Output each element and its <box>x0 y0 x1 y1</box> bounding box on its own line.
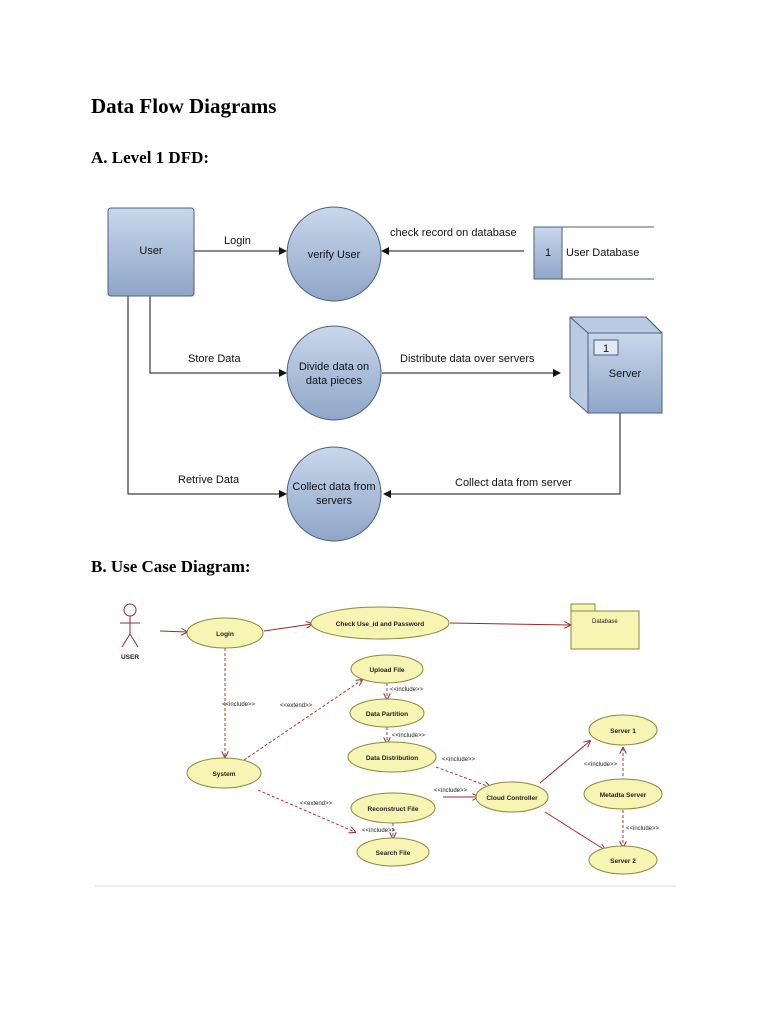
usecase-check <box>310 606 450 640</box>
flow-login-label: Login <box>224 235 251 247</box>
flow-distribute-label: Distribute data over servers <box>400 353 535 365</box>
flow-retrieve-label: Retrive Data <box>178 474 240 486</box>
document-title: Data Flow Diagrams <box>91 94 277 118</box>
process-collect-label-1: Collect data from <box>292 481 375 493</box>
rel-include-login-system: <<include>> <box>222 702 256 708</box>
flow-store-line <box>149 296 287 377</box>
usecase-metadata <box>583 778 663 810</box>
user-database-store: 1 User Database <box>533 226 654 280</box>
rel-extend-upload: <<extend>> <box>280 703 313 709</box>
actor-figure-icon <box>120 603 140 648</box>
usecase-cloud-label: Cloud Controller <box>486 795 538 802</box>
section-b-heading: B. Use Case Diagram: <box>91 557 251 576</box>
usecase-login <box>186 617 264 649</box>
usecase-search <box>356 837 430 867</box>
usecase-reconstruct-label: Reconstruct File <box>368 806 419 813</box>
rel-extend-reconstruct: <<extend>> <box>300 801 333 807</box>
usecase-distribution-label: Data Distribution <box>366 755 418 762</box>
user-entity-label: User <box>139 245 163 257</box>
usecase-system <box>186 757 262 789</box>
usecase-server2 <box>588 845 658 875</box>
process-divide-label-2: data pieces <box>306 375 363 387</box>
rel-include-server1: <<include>> <box>584 762 618 768</box>
flow-check-label: check record on database <box>390 227 517 239</box>
flow-store-label: Store Data <box>188 353 241 365</box>
usecase-upload-label: Upload File <box>369 667 404 674</box>
flow-collect-line <box>383 413 621 498</box>
rel-include-cloud-1: <<include>> <box>442 757 476 763</box>
server-name: Server <box>609 368 642 380</box>
usecase-distribution <box>347 741 437 773</box>
usecase-cloud-controller <box>475 781 549 813</box>
store-name: User Database <box>566 247 639 259</box>
usecase-reconstruct <box>350 792 436 824</box>
dfd-diagram: User verify User Divide data on data pie… <box>107 206 663 542</box>
usecase-check-label: Check Use_id and Password <box>336 621 425 628</box>
process-divide-label-1: Divide data on <box>299 361 369 373</box>
process-verify-label: verify User <box>308 249 361 261</box>
flow-retrieve-line <box>127 296 287 498</box>
usecase-metadata-label: Metadta Server <box>600 792 647 799</box>
usecase-login-label: Login <box>216 631 234 638</box>
actor-label: USER <box>121 654 139 661</box>
rel-include-search: <<include>> <box>362 828 396 834</box>
process-verify-user <box>286 206 382 302</box>
store-id: 1 <box>545 247 551 259</box>
flow-collect-label: Collect data from server <box>455 477 572 489</box>
usecase-search-label: Search File <box>376 850 411 857</box>
usecase-diagram: USER Login Check Use_id and Password <box>120 603 663 875</box>
process-divide-data <box>286 325 382 421</box>
rel-include-partition: <<include>> <box>390 687 424 693</box>
usecase-server1 <box>588 714 658 746</box>
process-collect-label-2: servers <box>316 495 353 507</box>
server-node: 1 Server <box>569 316 663 414</box>
usecase-partition-label: Data Partition <box>366 711 408 718</box>
rel-include-server2: <<include>> <box>626 826 660 832</box>
user-entity <box>107 207 195 297</box>
database-package-label: Database <box>592 619 618 625</box>
rel-include-cloud-2: <<include>> <box>434 788 468 794</box>
usecase-server1-label: Server 1 <box>610 728 636 735</box>
process-collect-data <box>286 446 382 542</box>
usecase-system-label: System <box>212 771 235 778</box>
server-id: 1 <box>603 343 609 355</box>
usecase-upload <box>350 654 424 684</box>
usecase-partition <box>349 698 425 728</box>
rel-include-distribution: <<include>> <box>392 733 426 739</box>
database-package-icon <box>570 603 640 650</box>
section-a-heading: A. Level 1 DFD: <box>91 148 210 167</box>
usecase-server2-label: Server 2 <box>610 858 636 865</box>
